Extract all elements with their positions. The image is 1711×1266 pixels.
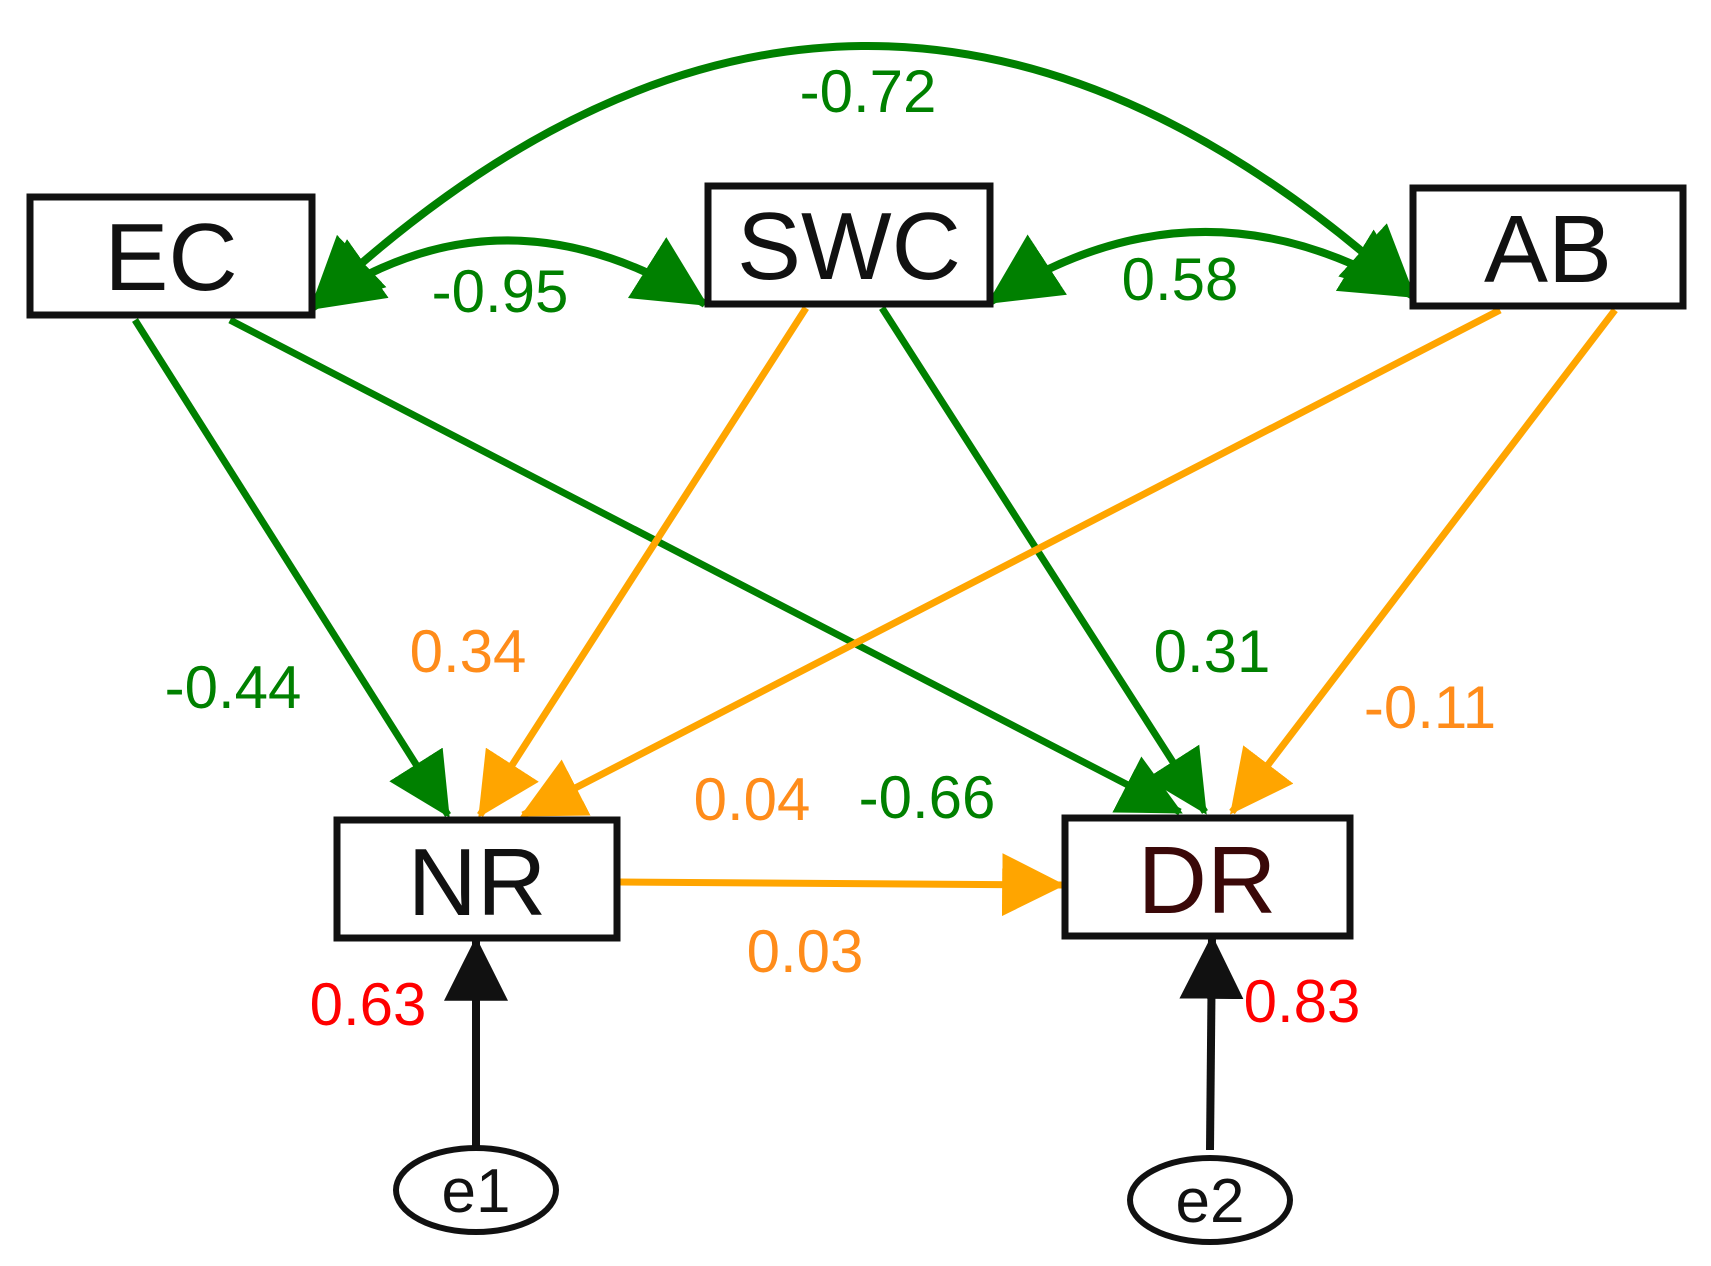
coef-ec-ab: -0.72 (800, 58, 937, 125)
covariance-swc-ab (986, 228, 1417, 306)
path-nr-dr (619, 853, 1066, 917)
path-ab-dr (1229, 307, 1618, 815)
coef-ec-swc: -0.95 (432, 258, 569, 325)
path-e2-dr (1179, 934, 1244, 1151)
coef-ab-nr: 0.04 (694, 766, 811, 833)
node-e1-label: e1 (442, 1157, 511, 1226)
coef-e2-dr: 0.83 (1244, 968, 1361, 1035)
coef-ec-dr: -0.66 (859, 764, 996, 831)
covariance-ec-swc (309, 236, 709, 312)
node-e2-label: e2 (1176, 1167, 1245, 1236)
path-ec-dr (228, 316, 1183, 816)
node-e1: e1 (393, 1145, 559, 1235)
node-e2: e2 (1127, 1155, 1293, 1245)
coef-e1-nr: 0.63 (310, 971, 427, 1038)
node-swc-label: SWC (737, 193, 961, 300)
coef-swc-nr: 0.34 (410, 618, 527, 685)
node-ab-label: AB (1484, 196, 1612, 303)
path-swc-nr (477, 306, 809, 818)
path-ab-nr (520, 306, 1502, 819)
coef-swc-dr: 0.31 (1154, 618, 1271, 685)
coef-nr-dr: 0.03 (747, 918, 864, 985)
path-ec-nr (132, 318, 451, 818)
node-swc: SWC (704, 182, 994, 308)
covariance-ec-ab (309, 42, 1416, 311)
node-dr: DR (1061, 814, 1354, 940)
node-ec-label: EC (104, 204, 237, 311)
node-nr-label: NR (408, 829, 547, 936)
coef-ec-nr: -0.44 (165, 654, 302, 721)
node-ab: AB (1409, 184, 1687, 310)
node-ec: EC (26, 193, 316, 319)
node-dr-label: DR (1138, 827, 1277, 934)
node-nr: NR (333, 816, 621, 942)
path-swc-dr (879, 306, 1208, 815)
coef-swc-ab: 0.58 (1122, 246, 1239, 313)
coef-ab-dr: -0.11 (1364, 674, 1496, 741)
